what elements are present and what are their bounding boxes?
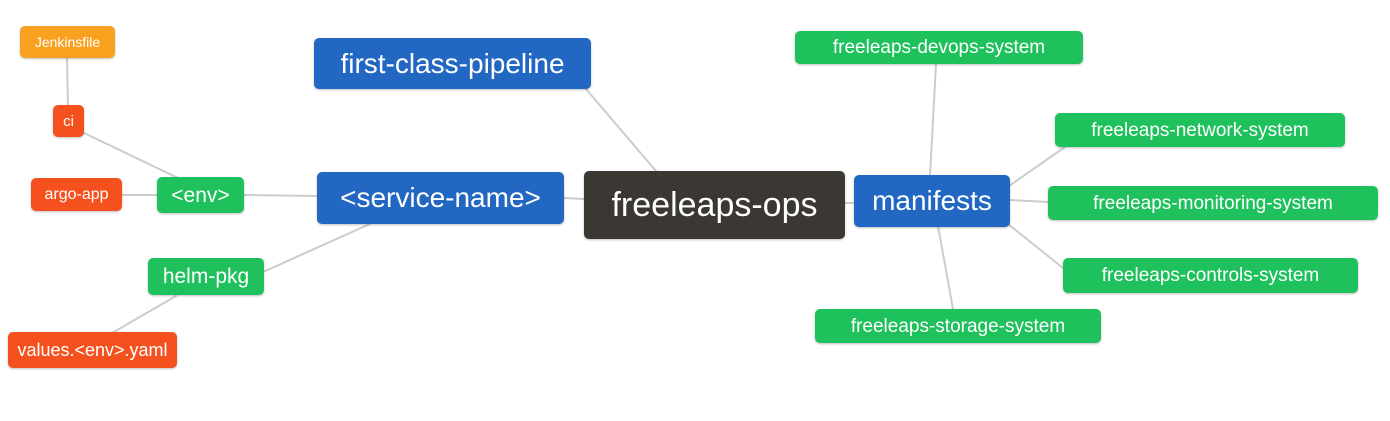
node-first-class-pipeline[interactable]: first-class-pipeline [314, 38, 591, 89]
node-service-name[interactable]: <service-name> [317, 172, 564, 224]
node-freeleaps-ops-label: freeleaps-ops [611, 186, 818, 224]
node-helm-pkg[interactable]: helm-pkg [148, 258, 264, 295]
node-argo-app[interactable]: argo-app [31, 178, 122, 211]
node-freeleaps-monitoring-system[interactable]: freeleaps-monitoring-system [1048, 186, 1378, 220]
node-manifests-label: manifests [872, 185, 992, 216]
node-freeleaps-devops-system[interactable]: freeleaps-devops-system [795, 31, 1083, 64]
edge-manifests-storage [937, 225, 954, 310]
node-env-label: <env> [171, 183, 230, 207]
node-first-class-pipeline-label: first-class-pipeline [340, 47, 565, 79]
node-env[interactable]: <env> [157, 177, 244, 213]
edge-manifests-devops [929, 63, 937, 177]
node-freeleaps-storage-system[interactable]: freeleaps-storage-system [815, 309, 1101, 343]
node-argo-app-label: argo-app [44, 185, 109, 203]
node-jenkinsfile-label: Jenkinsfile [34, 34, 101, 50]
edge-servicename-root [563, 197, 585, 200]
node-freeleaps-controls-system-label: freeleaps-controls-system [1101, 265, 1320, 286]
edge-manifests-monitoring [1008, 199, 1050, 203]
node-values-env-yaml-label: values.<env>.yaml [17, 340, 168, 360]
edge-env-servicename [242, 194, 318, 197]
node-ci-label: ci [63, 112, 74, 130]
edge-jenkinsfile-ci [66, 56, 69, 107]
node-values-env-yaml[interactable]: values.<env>.yaml [8, 332, 177, 368]
node-freeleaps-network-system[interactable]: freeleaps-network-system [1055, 113, 1345, 147]
node-freeleaps-network-system-label: freeleaps-network-system [1091, 119, 1309, 141]
node-service-name-label: <service-name> [340, 182, 541, 213]
node-jenkinsfile[interactable]: Jenkinsfile [20, 26, 115, 58]
edge-manifests-controls [1007, 223, 1064, 269]
node-freeleaps-ops-root[interactable]: freeleaps-ops [584, 171, 845, 239]
node-ci[interactable]: ci [53, 105, 84, 137]
node-freeleaps-controls-system[interactable]: freeleaps-controls-system [1063, 258, 1358, 293]
edge-ci-env [81, 131, 179, 179]
node-helm-pkg-label: helm-pkg [162, 265, 250, 288]
edge-helmpkg-servicename [262, 222, 373, 273]
node-freeleaps-devops-system-label: freeleaps-devops-system [832, 37, 1046, 58]
node-freeleaps-monitoring-system-label: freeleaps-monitoring-system [1093, 192, 1333, 214]
node-manifests[interactable]: manifests [854, 175, 1010, 227]
edge-firstclasspipeline-root [585, 88, 657, 172]
edge-manifests-network [1008, 146, 1066, 187]
node-freeleaps-storage-system-label: freeleaps-storage-system [850, 315, 1066, 337]
edge-valuesyaml-helmpkg [111, 295, 177, 334]
